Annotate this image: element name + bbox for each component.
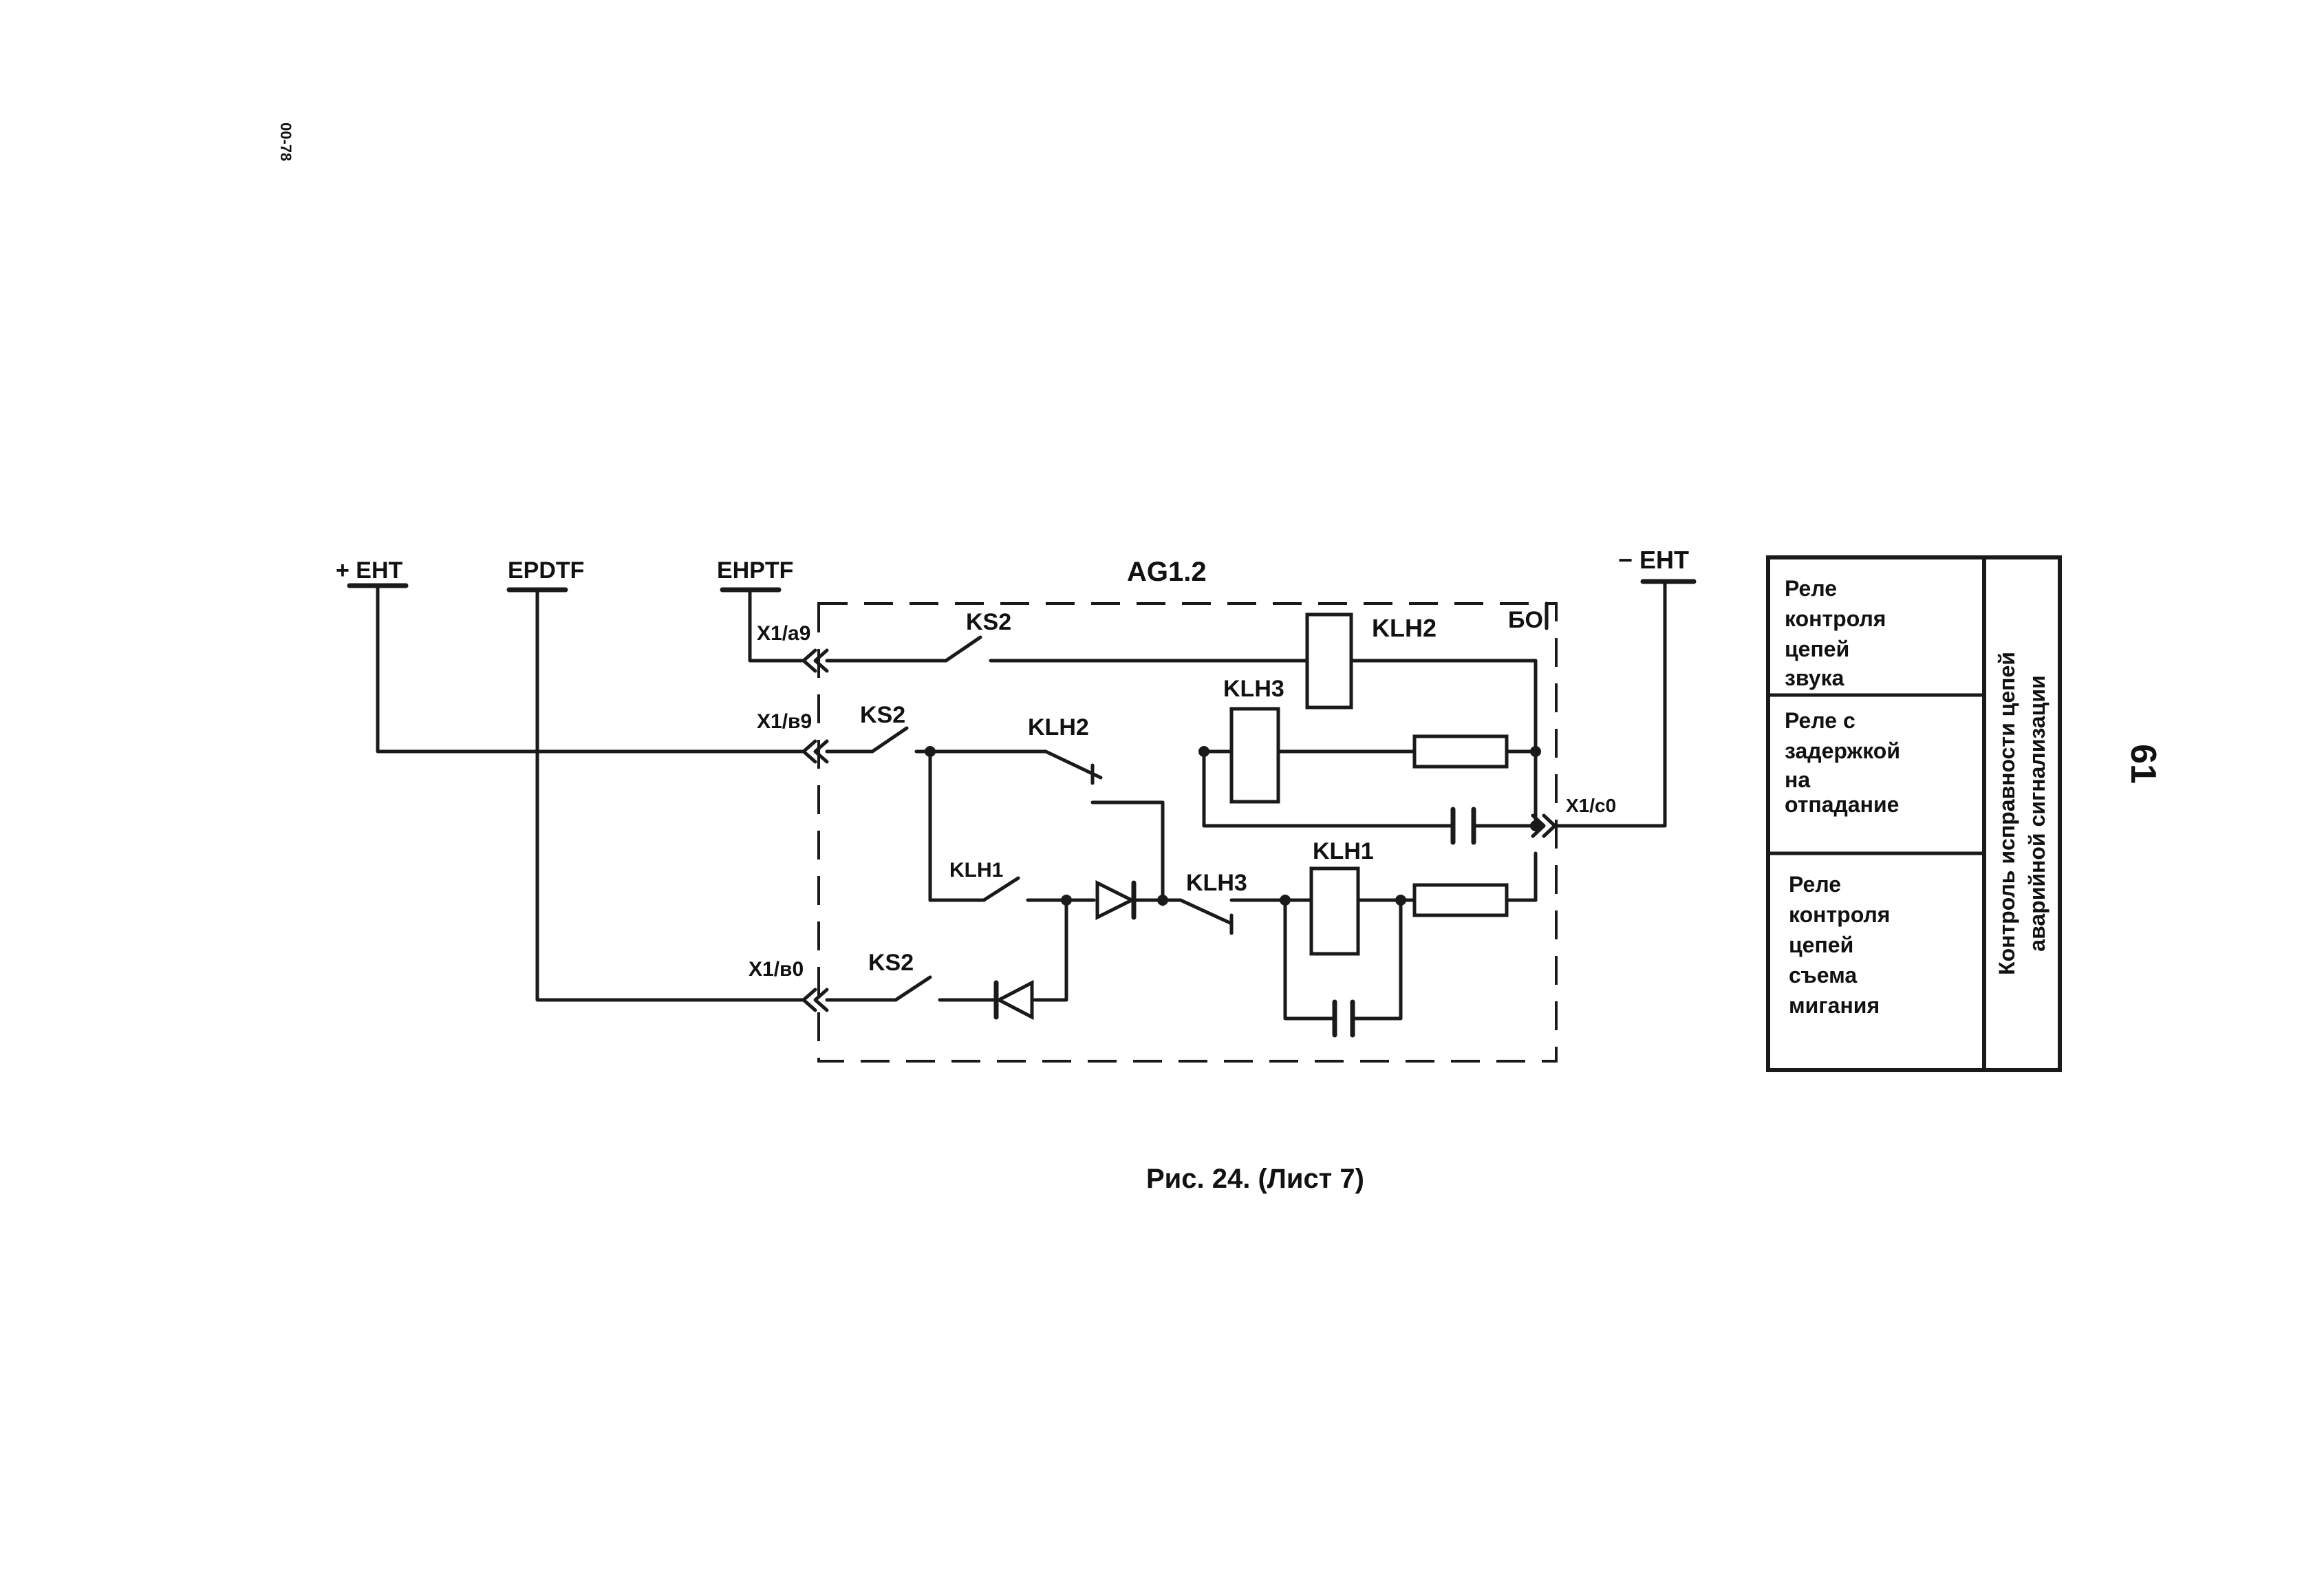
legend-row-3-line-3: цепей	[1789, 932, 1853, 957]
ks2-top-label: KS2	[966, 609, 1011, 635]
figure-caption: Рис. 24. (Лист 7)	[1146, 1164, 1364, 1194]
bus-ehptf: EHPTF	[717, 557, 793, 593]
legend-table: Реле контроля цепей звука Реле с задержк…	[1766, 555, 2062, 1072]
wiring	[376, 579, 1667, 1021]
legend-row-sound: Реле контроля цепей звука	[1785, 576, 1886, 690]
legend-row-3-line-4: съема	[1789, 963, 1857, 988]
bus-minus-eht: − EHT	[1618, 546, 1697, 584]
page-number: 61	[2123, 744, 2163, 784]
connector-c0-label: X1/c0	[1566, 795, 1616, 816]
diode-lower	[993, 979, 1034, 1021]
connector-b9: X1/в9	[757, 710, 829, 764]
resistor-lower	[1412, 883, 1509, 917]
legend-row-1-line-2: контроля	[1785, 606, 1886, 631]
bus-plus-eht-label: + EHT	[336, 557, 403, 584]
block-label: БО	[1508, 607, 1543, 633]
junction-dots	[925, 746, 1541, 906]
connector-a9-label: X1/a9	[757, 622, 810, 645]
diode-upper	[1095, 879, 1137, 921]
ks2-bottom-label: KS2	[868, 950, 914, 976]
bus-epdtf-label: EPDTF	[508, 557, 584, 584]
legend-row-blink: Реле контроля цепей съема мигания	[1789, 872, 1890, 1018]
connector-b0: X1/в0	[749, 958, 829, 1012]
capacitor-upper	[1450, 807, 1476, 845]
legend-row-2-line-2: задержкой	[1785, 738, 1900, 763]
legend-row-2-line-4: отпадание	[1785, 792, 1899, 817]
klh1-coil-label: KLH1	[1313, 838, 1374, 864]
block-frame	[817, 602, 1558, 1063]
klh2-coil-label: KLH2	[1372, 614, 1437, 642]
klh2-coil: KLH2	[1305, 612, 1437, 710]
legend-row-3-line-5: мигания	[1789, 993, 1880, 1018]
connector-b0-label: X1/в0	[749, 958, 804, 981]
bus-ehptf-label: EHPTF	[717, 557, 793, 584]
legend-side-title-1: Контроль исправности цепей	[1994, 652, 2019, 975]
klh2-contact-label: KLH2	[1028, 714, 1089, 740]
legend-row-3-line-2: контроля	[1789, 902, 1890, 927]
margin-note: 00-78	[277, 122, 294, 161]
legend-row-delay: Реле с задержкой на отпадание	[1785, 708, 1900, 817]
ks2-mid-label: KS2	[860, 702, 905, 728]
bus-epdtf: EPDTF	[506, 557, 584, 593]
connector-a9: X1/a9	[757, 622, 829, 673]
bus-plus-eht: + EHT	[336, 557, 409, 588]
connector-c0: X1/c0	[1531, 795, 1616, 838]
legend-row-1-line-1: Реле	[1785, 576, 1837, 601]
capacitor-lower	[1332, 999, 1355, 1038]
resistor-upper	[1412, 734, 1509, 769]
legend-row-3-line-1: Реле	[1789, 872, 1841, 897]
klh3-coil: KLH3	[1223, 676, 1284, 804]
legend-row-2-line-1: Реле с	[1785, 708, 1855, 733]
klh3-contact-label: KLH3	[1186, 870, 1247, 896]
bus-minus-eht-label: − EHT	[1618, 546, 1689, 574]
klh1-contact-label: KLH1	[949, 859, 1003, 882]
klh3-coil-label: KLH3	[1223, 676, 1284, 702]
legend-row-2-line-3: на	[1785, 767, 1810, 792]
klh1-coil: KLH1	[1309, 838, 1374, 956]
legend-row-1-line-3: цепей	[1785, 637, 1849, 661]
connector-b9-label: X1/в9	[757, 710, 812, 733]
block-name: AG1.2	[1127, 557, 1207, 587]
legend-side-title-2: аварийной сигнализации	[2025, 675, 2049, 951]
legend-row-1-line-4: звука	[1785, 665, 1844, 690]
